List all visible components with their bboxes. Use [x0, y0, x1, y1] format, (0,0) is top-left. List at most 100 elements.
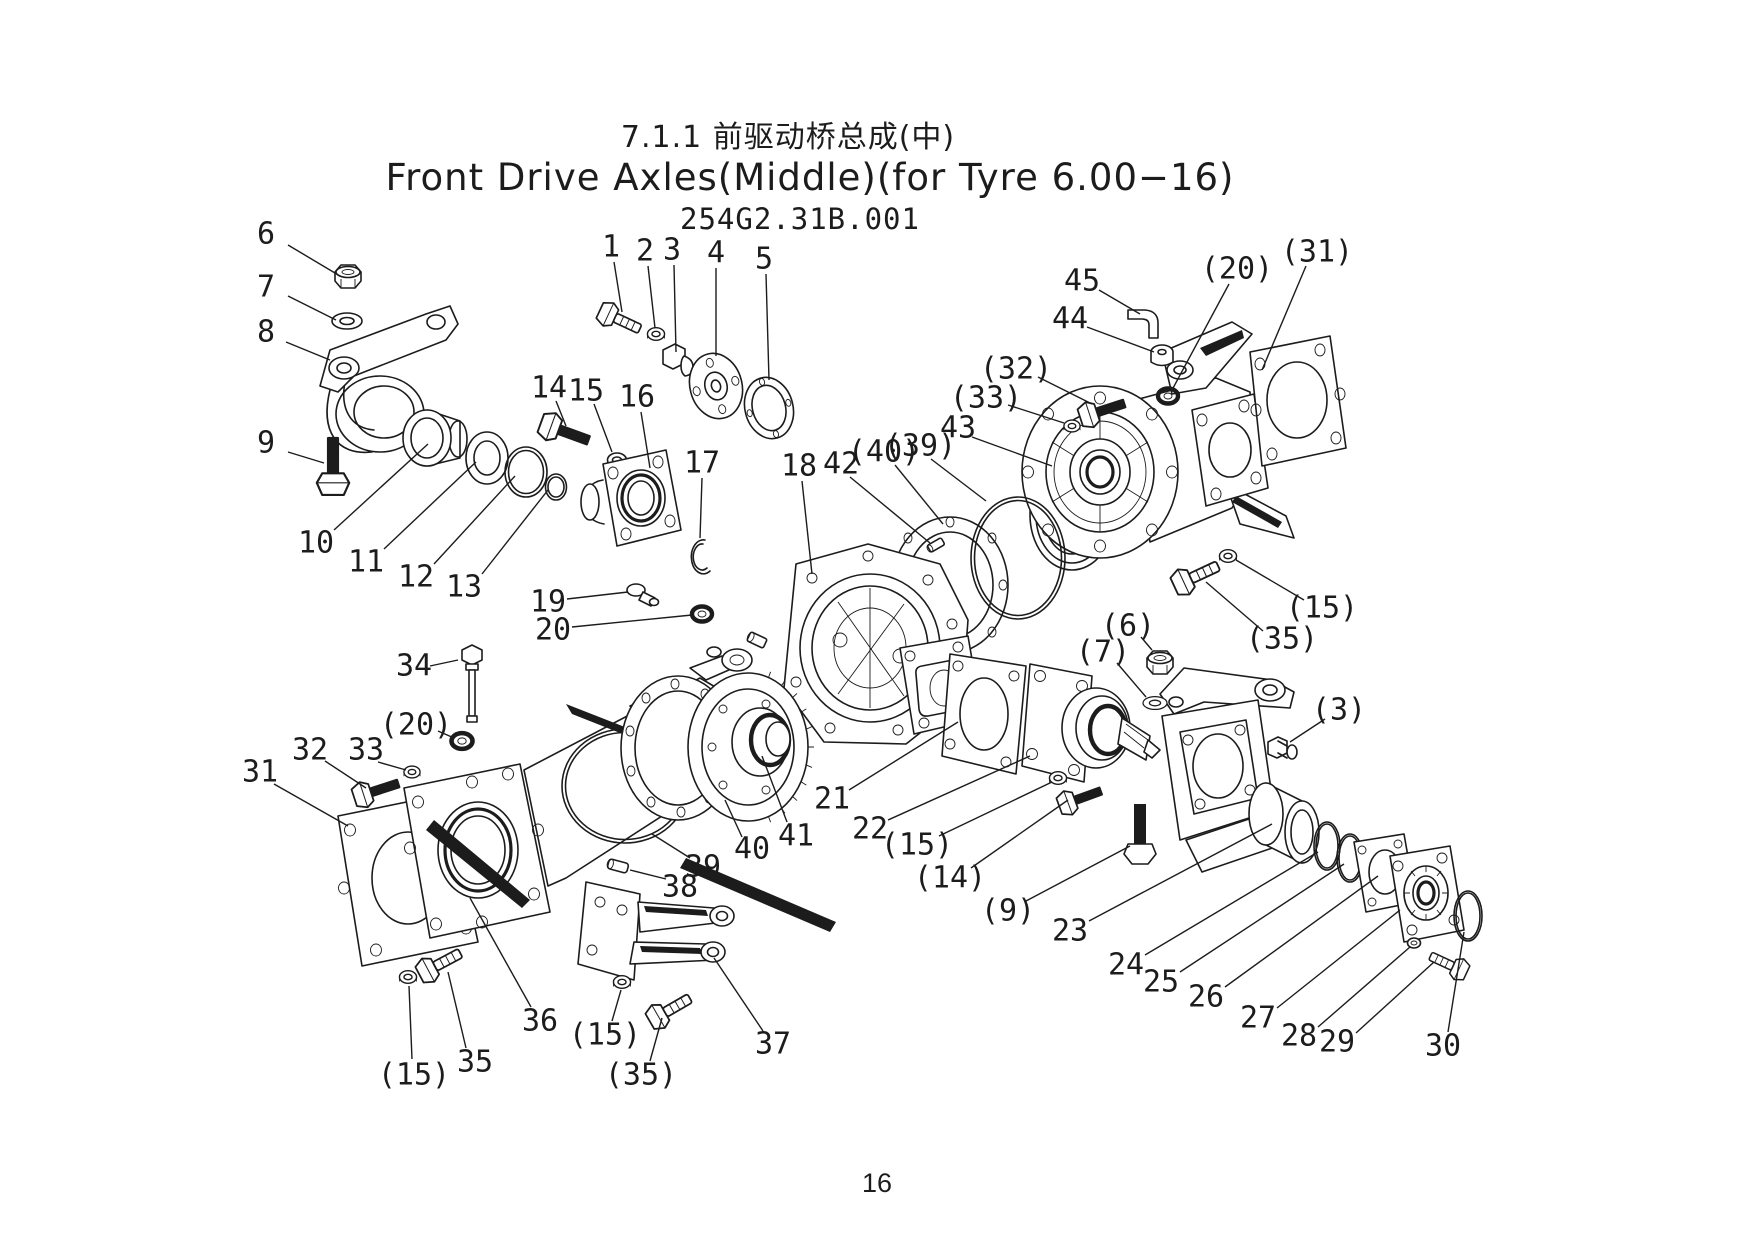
hex-nut-6: [334, 264, 362, 289]
callout-16: 16: [619, 380, 655, 415]
part-swivel-22: [1021, 663, 1161, 783]
leader-(20): [437, 730, 455, 739]
leader-14: [555, 400, 567, 427]
leader-20: [571, 614, 693, 628]
callout-40: 40: [734, 832, 770, 867]
part-number: 254G2.31B.001: [680, 202, 920, 236]
leader-43: [971, 436, 1053, 467]
leader-26: [1224, 875, 1379, 988]
part-bushing-10: [402, 409, 468, 467]
bolt-14-right: [1054, 777, 1107, 819]
nut-2: [646, 326, 666, 342]
leader-10: [333, 443, 429, 531]
leader-3: [673, 264, 677, 353]
leader-27: [1276, 909, 1401, 1009]
leader-42: [849, 476, 931, 544]
part-bushing-23: [1248, 782, 1320, 864]
leader-17: [699, 477, 703, 539]
leader-40: [724, 799, 743, 838]
part-oring-39-upper: [970, 496, 1066, 620]
leader-35: [447, 971, 467, 1049]
callout-5: 5: [755, 242, 773, 277]
leader-(15): [1235, 559, 1305, 601]
leader-(14): [970, 799, 1069, 869]
leader-31: [273, 783, 349, 827]
callout-1: 1: [602, 230, 620, 265]
callout-18: 18: [781, 449, 817, 484]
callout-(7): (7): [1076, 635, 1130, 670]
seal-20: [692, 607, 712, 622]
leader-1: [613, 261, 623, 313]
leader-(15): [611, 989, 622, 1022]
fitting-44: [1150, 344, 1174, 367]
callout-34: 34: [396, 649, 432, 684]
bolt-35-bracket: [642, 985, 698, 1034]
callout-8: 8: [257, 315, 275, 350]
part-differential-41: [687, 648, 814, 823]
callout-9: 9: [257, 426, 275, 461]
leader-16: [640, 411, 651, 469]
callout-(35): (35): [605, 1058, 677, 1093]
leader-41: [761, 755, 788, 823]
leader-15: [593, 403, 613, 453]
callout-(15): (15): [1286, 591, 1358, 626]
part-oring-30: [1453, 890, 1483, 942]
leader-21: [848, 721, 959, 791]
callout-(35): (35): [1246, 622, 1318, 657]
callout-6: 6: [257, 217, 275, 252]
callout-35: 35: [457, 1045, 493, 1080]
callout-(3): (3): [1312, 693, 1366, 728]
bolt-14: [534, 408, 596, 456]
pin-38: [606, 858, 630, 874]
leader-(7): [1116, 662, 1147, 698]
callout-(15): (15): [569, 1018, 641, 1053]
callout-39: 39: [685, 850, 721, 885]
leader-(15): [408, 985, 413, 1060]
callout-43: 43: [940, 411, 976, 446]
leader-30: [1447, 931, 1465, 1033]
callout-11: 11: [348, 545, 384, 580]
breather-19: [626, 583, 660, 607]
leader-13: [481, 489, 549, 575]
callout-22: 22: [852, 812, 888, 847]
dipstick-34: [461, 644, 483, 723]
callout-25: 25: [1143, 965, 1179, 1000]
leader-7: [287, 295, 337, 321]
callout-15: 15: [568, 374, 604, 409]
part-oring-12: [504, 446, 548, 498]
leader-(6): [1140, 636, 1153, 651]
leader-(20): [1171, 283, 1230, 391]
leader-36: [469, 897, 532, 1008]
leader-25: [1179, 863, 1345, 973]
plug-3-right: [1267, 736, 1298, 760]
leader-34: [429, 659, 459, 667]
leader-24: [1144, 851, 1319, 956]
callout-(20): (20): [1201, 252, 1273, 287]
washer-7: [331, 312, 363, 330]
leader-33: [377, 761, 407, 771]
gusset-spike-b: [426, 820, 530, 908]
callout-(33): (33): [950, 381, 1022, 416]
leader-23: [1088, 823, 1273, 922]
part-ring-13: [544, 473, 568, 501]
callout-4: 4: [707, 236, 725, 271]
leader-45: [1098, 289, 1141, 315]
part-flange-16: [580, 449, 682, 547]
callout-3: 3: [663, 233, 681, 268]
plug-3: [662, 343, 694, 377]
leader-19: [566, 591, 629, 600]
dowel-pin: [746, 631, 768, 649]
gasket-5: [743, 376, 795, 440]
leader-28: [1317, 946, 1411, 1028]
callout-19: 19: [530, 585, 566, 620]
snap-ring-17: [690, 539, 711, 575]
callout-36: 36: [522, 1004, 558, 1039]
leader-38: [629, 869, 667, 880]
leader-2: [647, 265, 656, 329]
callout-13: 13: [446, 570, 482, 605]
bolt-29: [1424, 944, 1473, 984]
seal-20-left: [452, 733, 473, 749]
